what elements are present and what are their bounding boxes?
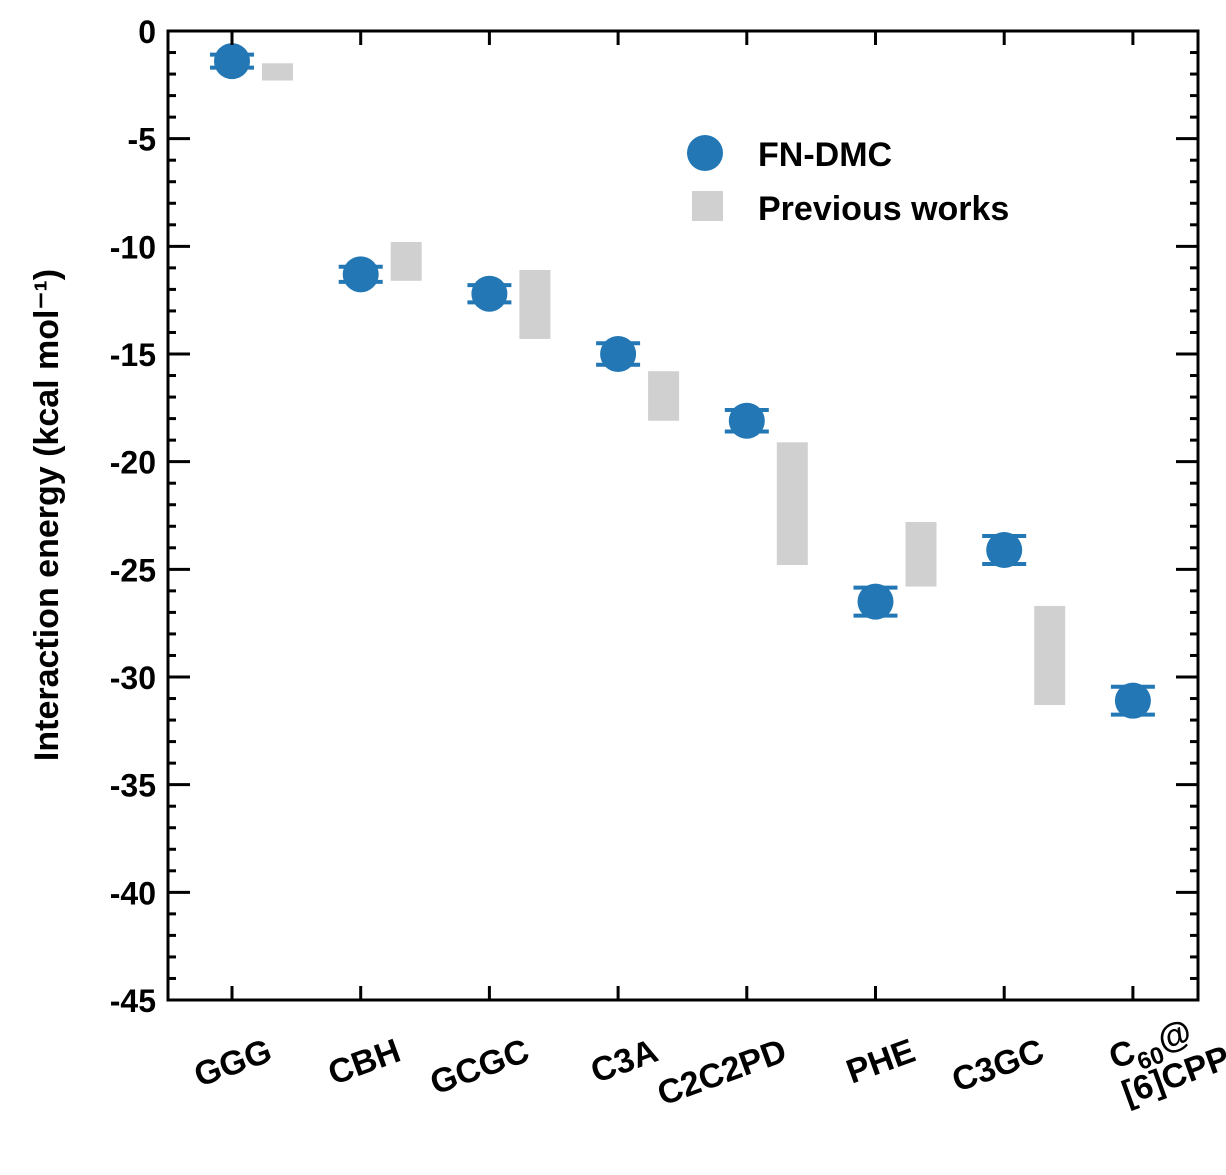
y-tick-label: -10 xyxy=(110,229,156,265)
x-tick-label-text: C2C2PD xyxy=(652,1032,791,1114)
x-tick-label-text: PHE xyxy=(842,1032,921,1092)
y-tick-label: -20 xyxy=(110,445,156,481)
fn-dmc-point-gcgc xyxy=(467,275,512,312)
y-axis-label: Interaction energy (kcal mol⁻¹) xyxy=(28,269,66,761)
x-tick-label-gcgc: GCGC xyxy=(425,1032,534,1103)
legend-marker-previous-works xyxy=(692,191,723,221)
fn-dmc-marker xyxy=(600,336,637,372)
x-tick-label-text: CBH xyxy=(323,1032,405,1093)
x-tick-label-c606cppa: C60@[6]CPPA xyxy=(1104,1012,1226,1112)
previous-works-bar-phe xyxy=(905,521,937,587)
previous-works-bar-c2c2pd xyxy=(776,442,808,566)
x-tick-label-text: C3A xyxy=(586,1032,663,1091)
y-tick-label: -30 xyxy=(110,660,156,696)
fn-dmc-point-c3gc xyxy=(982,531,1027,568)
x-tick-label-cbh: CBH xyxy=(323,1032,405,1093)
x-tick-label-text: GCGC xyxy=(425,1032,534,1103)
legend-label-previous-works: Previous works xyxy=(758,190,1009,228)
y-tick-label: -25 xyxy=(110,552,156,588)
y-tick-label: -15 xyxy=(110,337,156,373)
fn-dmc-marker xyxy=(214,43,250,80)
x-tick-label-c3a: C3A xyxy=(586,1032,663,1091)
y-tick-label: -35 xyxy=(110,768,156,804)
y-tick-label: -40 xyxy=(110,875,156,911)
x-tick-label-text: GGG xyxy=(189,1032,277,1095)
previous-works-bar-c3a xyxy=(648,371,680,421)
fn-dmc-marker xyxy=(857,583,894,620)
previous-works-bar-c3gc xyxy=(1034,605,1066,705)
y-tick-label: 0 xyxy=(138,14,156,50)
fn-dmc-marker xyxy=(728,402,765,439)
x-tick-label-c3gc: C3GC xyxy=(947,1032,1049,1100)
legend-marker-fn-dmc xyxy=(687,135,723,171)
x-tick-label-ggg: GGG xyxy=(189,1032,277,1095)
fn-dmc-point-c2c2pd xyxy=(724,402,769,439)
previous-works-bar-ggg xyxy=(262,63,293,81)
fn-dmc-marker xyxy=(471,275,508,312)
previous-works-bar-cbh xyxy=(390,242,422,281)
legend: FN-DMC Previous works xyxy=(687,135,1009,228)
fn-dmc-marker xyxy=(986,531,1023,568)
fn-dmc-point-ggg xyxy=(210,43,254,80)
previous-works-bar-gcgc xyxy=(519,270,551,339)
x-tick-label-phe: PHE xyxy=(842,1032,921,1092)
y-tick-label: -45 xyxy=(110,983,156,1019)
fn-dmc-point-cbh xyxy=(338,256,383,293)
y-tick-label: -5 xyxy=(128,122,156,158)
x-tick-label-c2c2pd: C2C2PD xyxy=(652,1032,791,1114)
legend-label-fn-dmc: FN-DMC xyxy=(758,136,892,174)
fn-dmc-marker xyxy=(1114,682,1151,719)
fn-dmc-point-c606cppa xyxy=(1110,682,1155,719)
fn-dmc-marker xyxy=(342,256,379,293)
plot-frame xyxy=(166,29,1200,1002)
fn-dmc-point-c3a xyxy=(596,336,641,372)
fn-dmc-point-phe xyxy=(853,583,898,620)
x-tick-label-text: C3GC xyxy=(947,1032,1049,1100)
